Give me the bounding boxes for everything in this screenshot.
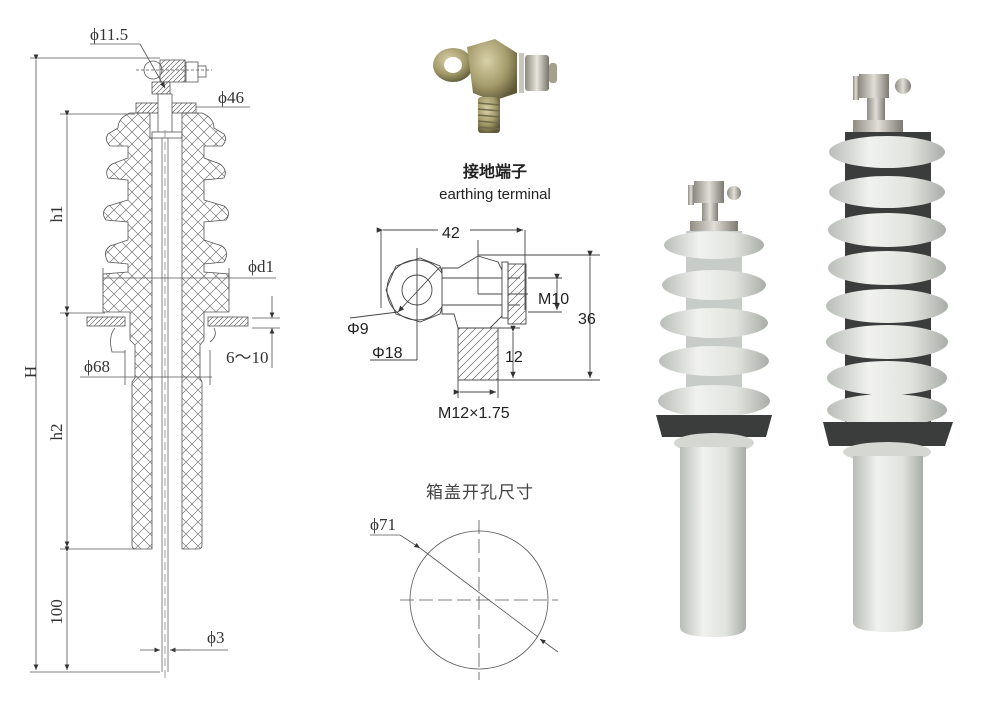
label-h1: h1 xyxy=(47,206,66,223)
label-100: 100 xyxy=(47,599,66,625)
label-thread-12: 12 xyxy=(505,349,523,366)
label-phi9: Φ9 xyxy=(347,321,369,338)
earthing-terminal-caption-en: earthing terminal xyxy=(439,186,551,203)
cover-hole-title: 箱盖开孔尺寸 xyxy=(426,483,534,503)
bushing-drawing-svg: H h1 h2 100 xyxy=(21,25,280,680)
label-phi71: ϕ71 xyxy=(370,515,396,534)
threaded-stud-icon xyxy=(478,97,500,133)
dim-h2 xyxy=(60,312,135,550)
nut-icon xyxy=(525,55,549,91)
short-bushing-photo xyxy=(650,175,780,645)
label-stud-thread: M12×1.75 xyxy=(438,405,510,422)
label-height-36: 36 xyxy=(578,311,596,328)
dim-H xyxy=(30,54,160,673)
label-m10: M10 xyxy=(538,291,569,308)
label-flange-gap: 6～10 xyxy=(226,348,269,367)
label-top-hole: ϕ11.5 xyxy=(90,25,128,44)
label-h2: h2 xyxy=(47,424,66,441)
label-top-cap: ϕ46 xyxy=(218,88,244,107)
dim-top-hole xyxy=(90,43,166,89)
cover-hole-drawing: ϕ71 xyxy=(330,510,630,703)
dim-sleeve xyxy=(80,350,212,385)
bushing-drawing: H h1 h2 100 xyxy=(0,0,330,703)
earthing-terminal-caption-cn: 接地端子 xyxy=(462,162,527,181)
label-phi18: Φ18 xyxy=(372,345,403,362)
earthing-terminal-photo xyxy=(425,35,565,145)
dim-flange-gap xyxy=(252,296,280,368)
dim-shed xyxy=(102,268,276,290)
tall-bushing-photo xyxy=(815,70,965,650)
bushing-body xyxy=(86,112,249,680)
label-width-42: 42 xyxy=(442,225,460,242)
label-H: H xyxy=(21,366,40,378)
earthing-terminal-drawing: 42 M10 36 Φ9 Φ18 12 M12×1.75 xyxy=(330,210,630,430)
label-shed: ϕd1 xyxy=(248,257,274,276)
label-rod: ϕ3 xyxy=(207,628,224,647)
label-sleeve: ϕ68 xyxy=(84,357,110,376)
